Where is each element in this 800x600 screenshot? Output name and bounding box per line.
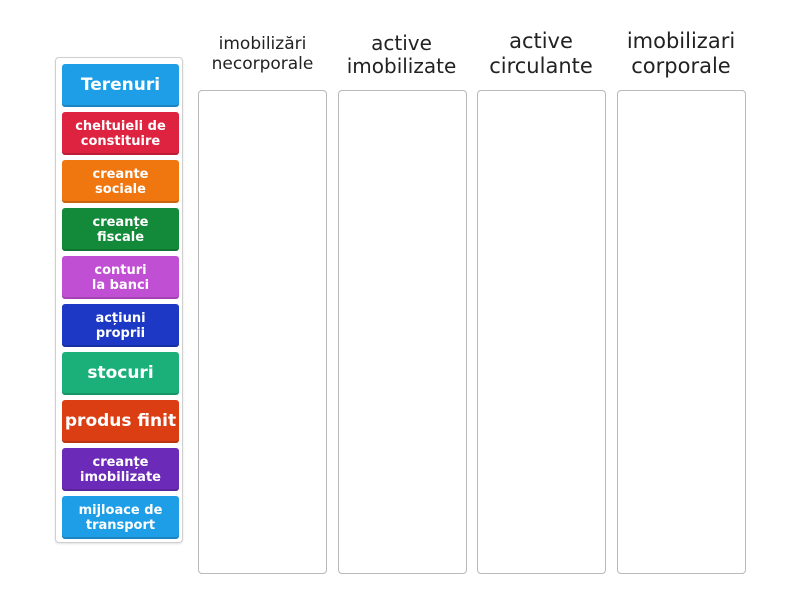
tile-cheltuieli-de-constituire[interactable]: cheltuieli de constituire bbox=[62, 112, 179, 155]
column-header-active-circulante: active circulante bbox=[489, 29, 593, 78]
drop-zone-active-imobilizate[interactable] bbox=[338, 90, 467, 574]
column-header-imobilizari-necorporale: imobilizări necorporale bbox=[211, 34, 314, 74]
tile-creante-imobilizate[interactable]: creanțe imobilizate bbox=[62, 448, 179, 491]
tile-produs-finit[interactable]: produs finit bbox=[62, 400, 179, 443]
column-header-imobilizari-corporale: imobilizari corporale bbox=[626, 29, 736, 78]
drop-zone-imobilizari-corporale[interactable] bbox=[617, 90, 746, 574]
tile-creante-fiscale[interactable]: creanțe fiscale bbox=[62, 208, 179, 251]
tile-actiuni-proprii[interactable]: acțiuni proprii bbox=[62, 304, 179, 347]
tile-terenuri[interactable]: Terenuri bbox=[62, 64, 179, 107]
column-header-active-imobilizate: active imobilizate bbox=[346, 31, 457, 78]
tile-mijloace-de-transport[interactable]: mijloace de transport bbox=[62, 496, 179, 539]
tile-bank: Terenuri cheltuieli de constituire crean… bbox=[55, 57, 183, 543]
tile-stocuri[interactable]: stocuri bbox=[62, 352, 179, 395]
tile-creante-sociale[interactable]: creante sociale bbox=[62, 160, 179, 203]
tile-conturi-la-banci[interactable]: conturi la banci bbox=[62, 256, 179, 299]
drop-zone-active-circulante[interactable] bbox=[477, 90, 606, 574]
drop-zone-imobilizari-necorporale[interactable] bbox=[198, 90, 327, 574]
